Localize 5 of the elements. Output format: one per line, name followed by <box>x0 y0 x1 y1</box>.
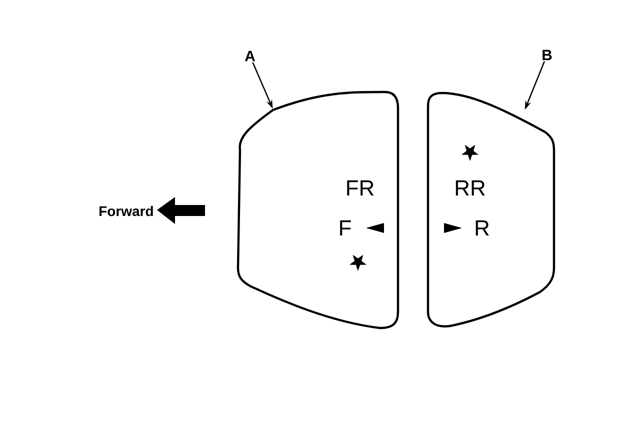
pad-outline: FR F <box>236 90 400 330</box>
pad-outline: RR R <box>426 92 556 328</box>
direction-label: Forward <box>100 206 153 216</box>
callout-letter: A <box>244 50 256 62</box>
callout-letter: B <box>542 50 552 60</box>
